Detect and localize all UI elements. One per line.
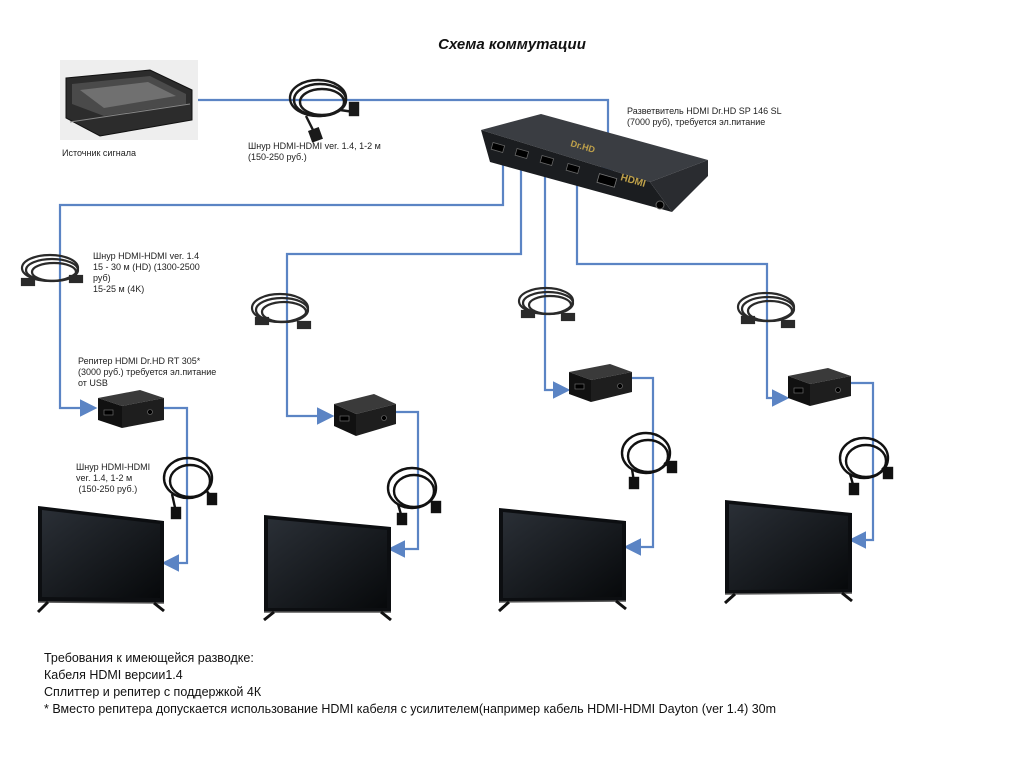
line-splitter-to-repeater-4 (575, 170, 790, 407)
line-splitter-to-repeater-2 (285, 160, 523, 425)
requirement-item: Кабеля HDMI версии1.4 (44, 668, 183, 682)
line-splitter-to-repeater-1 (58, 160, 505, 417)
cable-coil-short-3 (620, 431, 678, 490)
label-repeater: Репитер HDMI Dr.HD RT 305* (3000 руб.) т… (78, 356, 217, 388)
tv-4 (723, 500, 853, 605)
cable-coil-long-1 (20, 253, 84, 287)
label-cable-long: Шнур HDMI-HDMI ver. 1.4 15 - 30 м (HD) (… (93, 251, 200, 294)
label-splitter: Разветвитель HDMI Dr.HD SP 146 SL (7000 … (627, 106, 782, 127)
cable-coil-short-1 (162, 456, 218, 520)
repeater-device-4 (788, 368, 851, 406)
label-cable-main: Шнур HDMI-HDMI ver. 1.4, 1-2 м (150-250 … (248, 141, 381, 162)
line-repeater-3-to-tv-3 (623, 376, 655, 556)
repeater-device-1 (98, 390, 164, 428)
requirement-item: * Вместо репитера допускается использова… (44, 702, 777, 716)
line-repeater-4-to-tv-4 (848, 381, 875, 549)
line-splitter-to-repeater-3 (543, 165, 571, 399)
label-source: Источник сигнала (62, 148, 136, 158)
cable-coil-main (288, 78, 360, 143)
diagram-title: Схема коммутации (438, 36, 586, 53)
cable-coil-long-2 (250, 292, 312, 330)
line-repeater-1-to-tv-1 (161, 406, 189, 572)
requirements-heading: Требования к имеющейся разводке: (44, 651, 254, 665)
tv-3 (497, 508, 627, 613)
cable-coil-long-4 (736, 291, 796, 329)
hdmi-splitter-device: Dr.HD HDMI (481, 114, 708, 212)
line-repeater-2-to-tv-2 (387, 410, 420, 558)
tv-2 (263, 515, 392, 622)
cable-coil-short-2 (386, 466, 442, 526)
repeater-device-2 (334, 394, 396, 436)
cable-coil-long-3 (517, 286, 576, 322)
label-cable-short: Шнур HDMI-HDMI ver. 1.4, 1-2 м (150-250 … (76, 462, 151, 494)
requirements-block: Требования к имеющейся разводке: Кабеля … (44, 650, 776, 718)
requirement-item: Сплиттер и репитер с поддержкой 4К (44, 685, 262, 699)
repeater-device-3 (569, 364, 632, 402)
signal-source-device (60, 60, 198, 140)
connection-lines (58, 98, 875, 572)
cable-coil-short-4 (838, 436, 894, 496)
tv-1 (36, 506, 165, 614)
